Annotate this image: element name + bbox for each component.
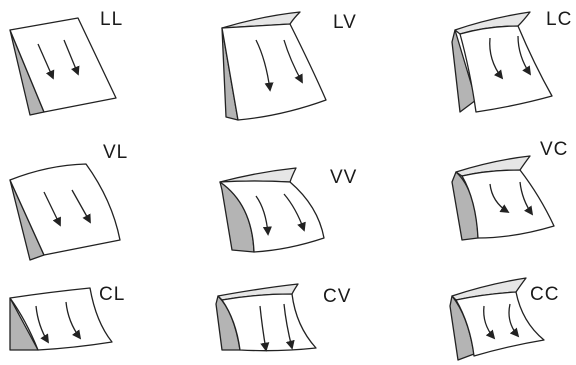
shape-vl-label: VL: [103, 142, 128, 163]
shape-ll-label: LL: [100, 9, 123, 30]
shape-cc-arrow-2: [508, 303, 520, 338]
shape-vv-top: [219, 167, 297, 183]
shape-cl: CL: [9, 284, 125, 351]
shape-cc-label: CC: [530, 284, 559, 305]
shape-lc-label: LC: [546, 9, 572, 30]
shape-cc-face: [455, 291, 545, 357]
shape-vl-face: [9, 163, 121, 256]
shape-ll-arrow-2: [63, 39, 80, 76]
shape-cv-face: [221, 293, 317, 352]
shape-lv-label: LV: [333, 12, 357, 33]
shape-lc: LC: [451, 9, 572, 113]
shape-lc-arrow-1: [489, 37, 504, 80]
shape-lv-arrow-2: [283, 39, 303, 84]
shape-cl-arrow-2: [65, 301, 82, 340]
shape-vv-label: VV: [330, 167, 357, 188]
shape-cv-label: CV: [323, 286, 351, 307]
shape-lc-arrow-2: [517, 35, 532, 76]
shape-cl-face: [9, 287, 113, 351]
shape-cv-arrow-2: [283, 303, 295, 350]
shape-vl-arrow-1: [43, 191, 61, 227]
shape-vc: VC: [451, 139, 568, 241]
shape-lv: LV: [221, 11, 357, 121]
shape-cl-side: [9, 297, 39, 351]
shape-cl-arrow-1: [35, 305, 49, 344]
shape-vl-arrow-2: [71, 189, 91, 224]
shape-vv: VV: [219, 167, 357, 253]
shape-vc-face: [461, 169, 555, 239]
shape-cc-arrow-1: [483, 305, 496, 340]
shape-cv-arrow-1: [259, 305, 270, 352]
shape-vc-arrow-2: [519, 181, 534, 216]
shape-ll-face: [9, 17, 117, 113]
shape-vc-label: VC: [540, 139, 568, 160]
shape-cc: CC: [449, 277, 559, 361]
shape-vv-arrow-2: [283, 193, 306, 232]
shape-lc-side: [451, 29, 477, 113]
shape-lc-face: [459, 25, 553, 113]
shape-vc-arrow-1: [489, 183, 510, 213]
shape-cv: CV: [215, 283, 351, 352]
shape-vv-face: [219, 180, 325, 253]
shape-lv-face: [221, 23, 327, 121]
shape-cl-label: CL: [99, 284, 125, 305]
shape-ll-arrow-1: [37, 43, 55, 80]
shape-ll: LL: [9, 9, 123, 116]
shape-lv-arrow-1: [255, 39, 274, 92]
shape-vv-arrow-1: [255, 195, 272, 236]
shape-vl: VL: [9, 142, 128, 261]
